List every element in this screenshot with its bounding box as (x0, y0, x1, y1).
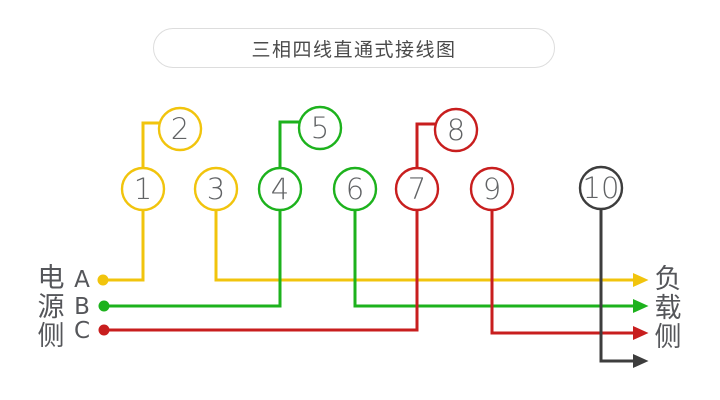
terminal-8-circle (433, 107, 479, 153)
phase-b-source-dot (98, 300, 110, 312)
phase-b-wiring: 4 5 6 (98, 105, 649, 313)
terminal-6-circle (332, 166, 378, 212)
load-side-label: 负 载 侧 (650, 265, 686, 352)
phase-c-wiring: 7 8 9 (98, 107, 649, 340)
phase-a-source-wire (103, 210, 145, 282)
terminal-8-number: 8 (447, 113, 465, 147)
terminal-4-circle (257, 166, 303, 212)
phase-c-load-wire (490, 210, 633, 335)
source-side-char: 源 (37, 292, 65, 323)
phase-c-source-dot (98, 324, 110, 336)
phase-a-arrow-icon (633, 273, 649, 287)
phase-a-wiring: 1 2 3 (97, 106, 649, 287)
terminal-5-jumper-wire (278, 120, 300, 168)
neutral-load-wire (599, 209, 633, 363)
terminal-8-jumper-wire (415, 122, 436, 168)
phase-c-label: C (73, 318, 91, 344)
terminal-7-number: 7 (408, 172, 426, 206)
phase-a-source-dot (97, 274, 109, 286)
phase-c-source-wire (104, 210, 419, 332)
terminal-5-number: 5 (311, 111, 329, 145)
diagram-title-pill: 三相四线直通式接线图 (153, 28, 555, 68)
source-side-char: 电 (37, 263, 65, 294)
terminal-1-number: 1 (134, 172, 152, 206)
terminal-6-number: 6 (346, 172, 364, 206)
phase-b-load-wire (353, 210, 633, 308)
terminal-3-circle (193, 166, 239, 212)
terminal-2-jumper-wire (141, 121, 160, 168)
terminal-1-circle (120, 166, 166, 212)
neutral-wiring: 10 (578, 165, 649, 368)
terminal-5-circle (297, 105, 343, 151)
terminal-9-circle (469, 166, 515, 212)
source-side-char: 侧 (37, 321, 65, 352)
terminal-10-circle (578, 165, 624, 211)
phase-a-load-wire (214, 210, 633, 282)
load-side-char: 负 (654, 264, 682, 295)
neutral-arrow-icon (633, 354, 649, 368)
load-side-char: 载 (654, 293, 682, 324)
phase-b-label: B (74, 294, 90, 320)
phase-b-arrow-icon (633, 299, 649, 313)
phase-b-source-wire (104, 210, 282, 308)
terminal-7-circle (394, 166, 440, 212)
load-side-char: 侧 (654, 322, 682, 353)
terminal-2-number: 2 (171, 112, 189, 146)
source-side-label: 电 源 侧 (33, 264, 69, 351)
terminal-10-number: 10 (583, 171, 620, 205)
phase-a-label: A (74, 267, 90, 293)
terminal-9-number: 9 (483, 172, 501, 206)
terminal-3-number: 3 (207, 172, 225, 206)
diagram-title: 三相四线直通式接线图 (251, 38, 457, 61)
phase-c-arrow-icon (633, 326, 649, 340)
terminal-2-circle (157, 106, 203, 152)
terminal-4-number: 4 (271, 172, 289, 206)
